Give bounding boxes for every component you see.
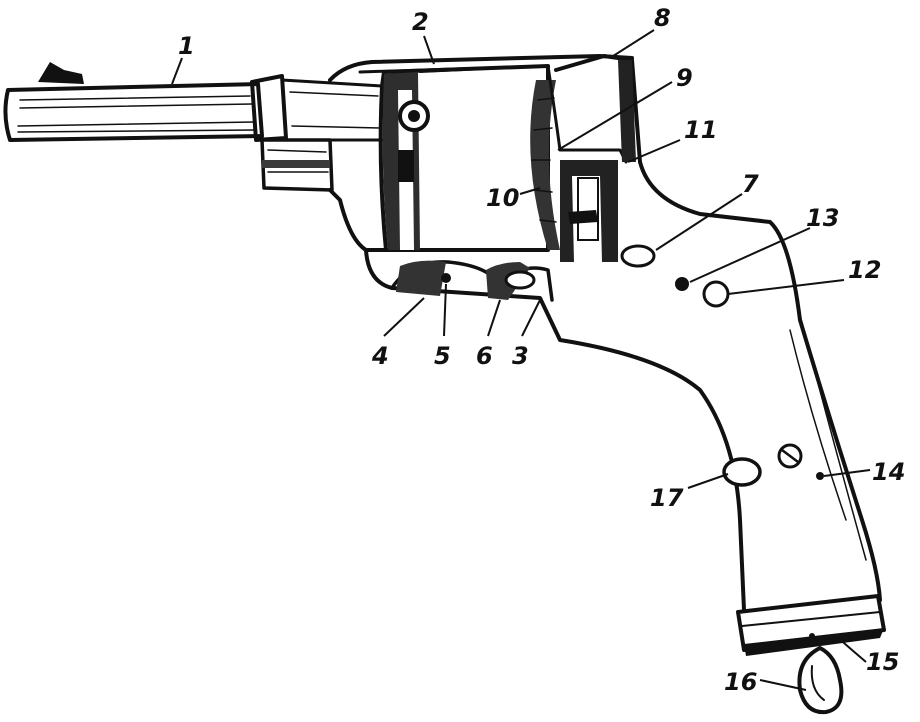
cylinder bbox=[378, 64, 550, 252]
trigger-area bbox=[396, 260, 536, 300]
label-15: 15 bbox=[866, 648, 899, 676]
label-14: 14 bbox=[872, 458, 905, 486]
label-12: 12 bbox=[848, 256, 881, 284]
label-16: 16 bbox=[724, 668, 757, 696]
hammer-frame bbox=[546, 54, 642, 262]
pin-7 bbox=[620, 244, 656, 268]
pin-17 bbox=[722, 457, 762, 487]
loading-gate bbox=[530, 80, 560, 250]
label-9: 9 bbox=[676, 64, 693, 92]
butt-assembly bbox=[736, 594, 886, 715]
label-3: 3 bbox=[512, 342, 529, 370]
label-10: 10 bbox=[486, 184, 519, 212]
leader-lines bbox=[171, 29, 871, 691]
lanyard-ring bbox=[797, 646, 844, 715]
pin-13 bbox=[675, 277, 689, 291]
label-6: 6 bbox=[476, 342, 493, 370]
label-8: 8 bbox=[654, 4, 671, 32]
pin-14 bbox=[816, 472, 824, 480]
front-sight bbox=[38, 62, 84, 84]
part-labels: 1 2 8 9 11 10 7 13 12 4 5 6 3 14 17 15 1… bbox=[178, 4, 905, 696]
trigger-pin bbox=[441, 273, 451, 283]
label-17: 17 bbox=[650, 484, 684, 512]
label-4: 4 bbox=[371, 342, 389, 370]
label-5: 5 bbox=[434, 342, 451, 370]
label-1: 1 bbox=[178, 32, 195, 60]
label-11: 11 bbox=[684, 116, 717, 144]
label-7: 7 bbox=[742, 170, 759, 198]
label-2: 2 bbox=[412, 8, 429, 36]
screw-12 bbox=[702, 280, 730, 308]
label-13: 13 bbox=[806, 204, 839, 232]
